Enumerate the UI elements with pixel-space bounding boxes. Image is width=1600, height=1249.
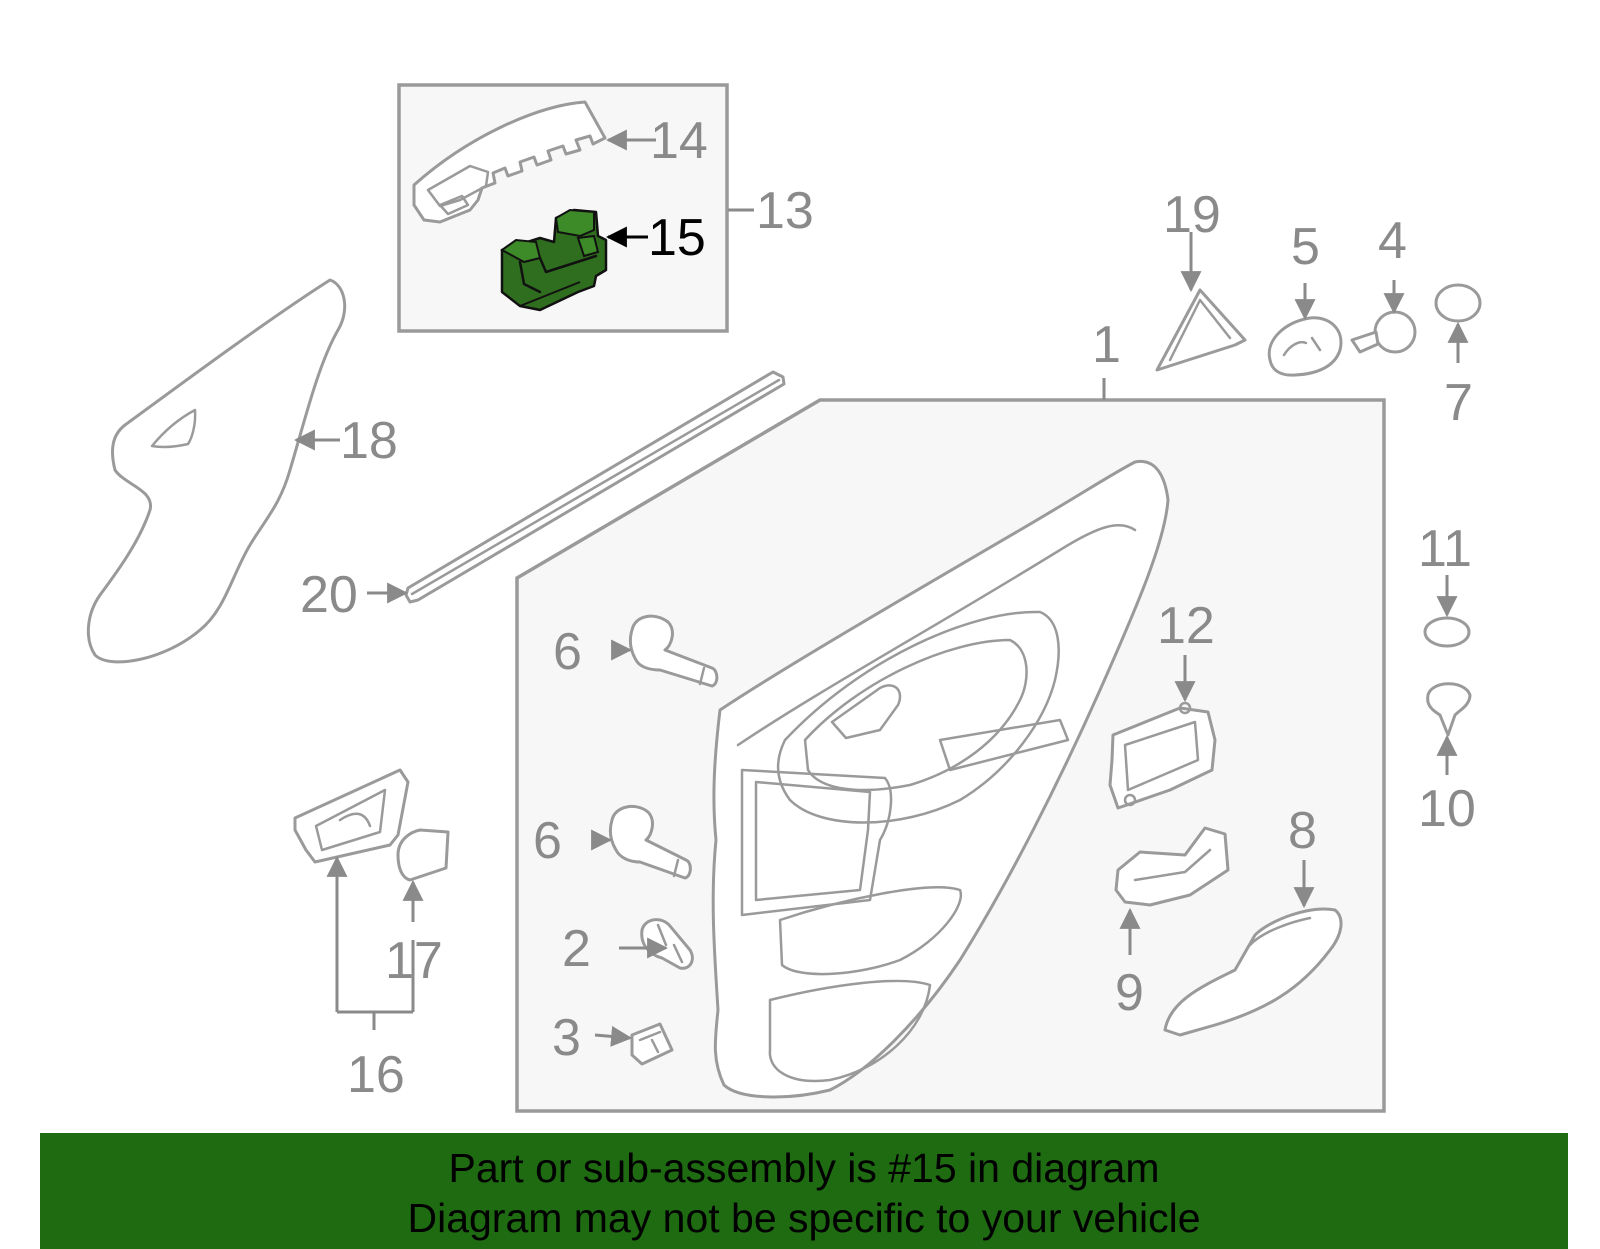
- callout-4: 4: [1378, 212, 1407, 270]
- part-19-trim: [1155, 288, 1247, 372]
- callout-9: 9: [1115, 964, 1144, 1022]
- part-15-window-switch: [500, 208, 608, 312]
- banner-line-2: Diagram may not be specific to your vehi…: [407, 1195, 1201, 1241]
- part-14-switch-bezel: [412, 100, 607, 224]
- part-8-pull-handle: [1163, 907, 1343, 1037]
- part-6-bolt-lower: [608, 804, 692, 880]
- callout-17: 17: [385, 932, 443, 990]
- callout-13: 13: [756, 182, 814, 240]
- part-9-bracket: [1114, 826, 1230, 907]
- part-5-cover: [1267, 316, 1343, 377]
- callout-7: 7: [1444, 374, 1473, 432]
- part-1-door-trim: [711, 459, 1170, 1099]
- part-18-shield: [86, 278, 347, 664]
- part-16-inner-handle: [293, 768, 410, 864]
- info-banner: Part or sub-assembly is #15 in diagram D…: [40, 1133, 1568, 1249]
- callout-6-upper: 6: [553, 623, 582, 681]
- part-7-cap: [1434, 283, 1482, 323]
- callout-labels: 1 2 3 4 5 6 6 7 8 9 10 11 12 13 14 15 16…: [300, 112, 1476, 1104]
- callout-8: 8: [1288, 802, 1317, 860]
- part-11-plug: [1423, 616, 1471, 648]
- part-3-nut: [630, 1022, 674, 1066]
- callout-5: 5: [1291, 218, 1320, 276]
- callout-6-lower: 6: [533, 812, 562, 870]
- callout-1: 1: [1092, 316, 1121, 374]
- callout-11: 11: [1418, 520, 1472, 578]
- callout-15: 15: [648, 209, 706, 267]
- part-12-bracket: [1108, 701, 1217, 810]
- part-10-clip: [1426, 682, 1472, 737]
- callout-14: 14: [650, 112, 708, 170]
- part-6-bolt-upper: [628, 614, 719, 688]
- callout-19: 19: [1163, 186, 1221, 244]
- callout-2: 2: [562, 920, 591, 978]
- part-17-cover: [396, 828, 450, 882]
- callout-12: 12: [1157, 597, 1215, 655]
- parts-diagram: 1 2 3 4 5 6 6 7 8 9 10 11 12 13 14 15 16…: [86, 83, 1482, 1113]
- banner-line-1: Part or sub-assembly is #15 in diagram: [448, 1145, 1160, 1191]
- callout-18: 18: [340, 412, 398, 470]
- callout-16: 16: [347, 1046, 405, 1104]
- leader-lines: [293, 129, 1469, 1047]
- callout-3: 3: [552, 1009, 581, 1067]
- part-4-screw: [1350, 310, 1417, 354]
- callout-20: 20: [300, 566, 358, 624]
- callout-10: 10: [1418, 780, 1476, 838]
